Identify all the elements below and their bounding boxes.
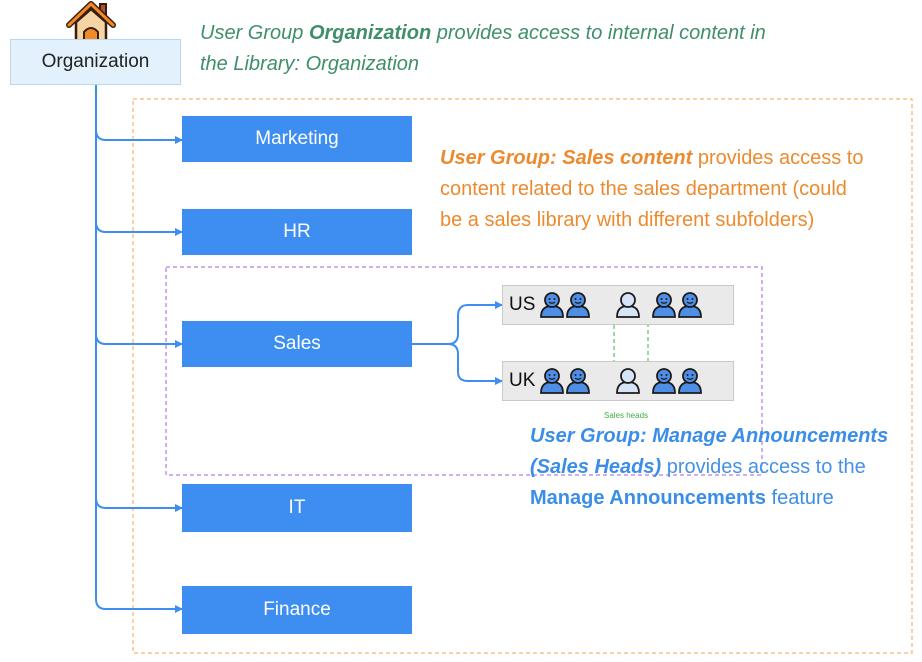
department-it: IT xyxy=(182,484,412,532)
sales-heads-label: Sales heads xyxy=(603,411,649,420)
manage-announcements-note: User Group: Manage Announcements (Sales … xyxy=(530,425,889,509)
sales-head-person-icon xyxy=(616,368,640,394)
connector-it xyxy=(95,497,183,512)
connector-sales xyxy=(95,333,183,348)
person-icon xyxy=(652,368,676,394)
person-icon xyxy=(678,368,702,394)
sales-head-person-icon xyxy=(616,292,640,318)
organization-note: User Group Organization provides access … xyxy=(200,22,766,75)
department-sales: Sales xyxy=(182,321,412,367)
person-icon xyxy=(566,292,590,318)
connector-sales-us xyxy=(412,301,503,345)
person-icon xyxy=(678,292,702,318)
org-trunk-connector xyxy=(95,85,183,613)
connector-hr xyxy=(95,221,183,236)
team-uk: UK xyxy=(502,361,734,401)
connector-marketing xyxy=(95,129,183,144)
person-icon xyxy=(652,292,676,318)
organization-node: Organization xyxy=(10,39,181,85)
person-icon xyxy=(540,292,564,318)
organization-label: Organization xyxy=(41,51,150,72)
department-hr: HR xyxy=(182,209,412,255)
sales-group-border xyxy=(165,266,763,476)
person-icon xyxy=(566,368,590,394)
org-group-border xyxy=(132,98,913,654)
team-uk-label: UK xyxy=(509,370,536,391)
team-us-label: US xyxy=(509,294,536,315)
department-marketing: Marketing xyxy=(182,116,412,162)
person-icon xyxy=(540,368,564,394)
sales-content-note: User Group: Sales content provides acces… xyxy=(440,147,864,231)
connector-sales-uk xyxy=(447,343,503,385)
department-finance: Finance xyxy=(182,586,412,634)
team-us: US xyxy=(502,285,734,325)
